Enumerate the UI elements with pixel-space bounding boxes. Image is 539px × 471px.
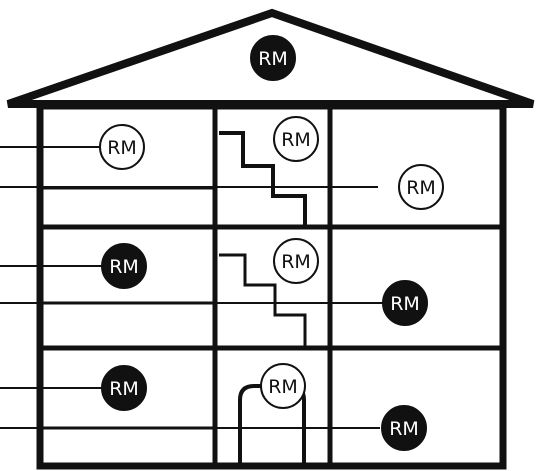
- marker-label: RM: [281, 129, 311, 151]
- marker-circle: [101, 243, 147, 289]
- marker-attic: RM: [250, 35, 296, 81]
- marker-circle: [273, 116, 319, 162]
- marker-floor1-stairs: RM: [260, 363, 306, 409]
- marker-circle: [250, 35, 296, 81]
- marker-label: RM: [281, 251, 311, 273]
- marker-label: RM: [107, 137, 137, 159]
- marker-label: RM: [406, 177, 436, 199]
- marker-circle: [398, 164, 444, 210]
- marker-floor3-stairs: RM: [273, 116, 319, 162]
- marker-floor2-stairs: RM: [273, 238, 319, 284]
- marker-label: RM: [258, 48, 288, 70]
- marker-label: RM: [109, 256, 139, 278]
- marker-floor3-right: RM: [398, 164, 444, 210]
- marker-circle: [101, 365, 147, 411]
- marker-label: RM: [389, 418, 419, 440]
- marker-label: RM: [390, 293, 420, 315]
- marker-circle: [382, 280, 428, 326]
- house-walls: [36, 102, 507, 470]
- marker-floor2-left: RM: [101, 243, 147, 289]
- house-outer-wall: [36, 102, 507, 470]
- marker-floor1-left: RM: [101, 365, 147, 411]
- stairs-middle-floor: [219, 253, 307, 346]
- marker-label: RM: [109, 378, 139, 400]
- marker-label: RM: [268, 376, 298, 398]
- marker-circle: [273, 238, 319, 284]
- stairs: [219, 131, 307, 466]
- marker-circle: [260, 363, 306, 409]
- stairs-top-floor: [219, 131, 307, 226]
- marker-floor2-right: RM: [382, 280, 428, 326]
- marker-floor1-right: RM: [381, 405, 427, 451]
- markers: RM RM RM RM RM RM RM RM: [99, 35, 444, 451]
- wiring: [0, 146, 383, 429]
- marker-circle: [99, 124, 145, 170]
- marker-circle: [381, 405, 427, 451]
- marker-floor3-left: RM: [99, 124, 145, 170]
